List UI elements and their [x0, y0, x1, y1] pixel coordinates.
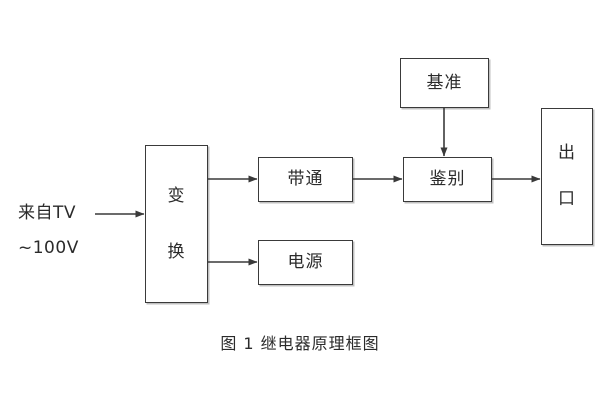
- block-reference-label: 基准: [426, 72, 463, 93]
- block-power-supply[interactable]: 电源: [258, 240, 353, 285]
- block-transform[interactable]: 变 换: [145, 145, 208, 303]
- figure-caption: 图 1 继电器原理框图: [220, 334, 380, 353]
- block-output[interactable]: 出 口: [541, 108, 593, 245]
- input-source-label-line2: ~100V: [18, 238, 79, 258]
- block-transform-char1: 变: [167, 185, 186, 206]
- block-discriminate[interactable]: 鉴别: [403, 157, 492, 202]
- block-discriminate-label: 鉴别: [429, 169, 466, 190]
- input-source-label-line1: 来自TV: [18, 203, 77, 223]
- block-bandpass-label: 带通: [287, 169, 324, 190]
- block-output-char1: 出: [558, 143, 576, 164]
- block-output-char2: 口: [558, 188, 576, 209]
- block-bandpass[interactable]: 带通: [258, 157, 353, 202]
- block-power-supply-label: 电源: [287, 252, 324, 273]
- block-reference[interactable]: 基准: [400, 58, 489, 108]
- block-transform-char2: 换: [167, 241, 186, 262]
